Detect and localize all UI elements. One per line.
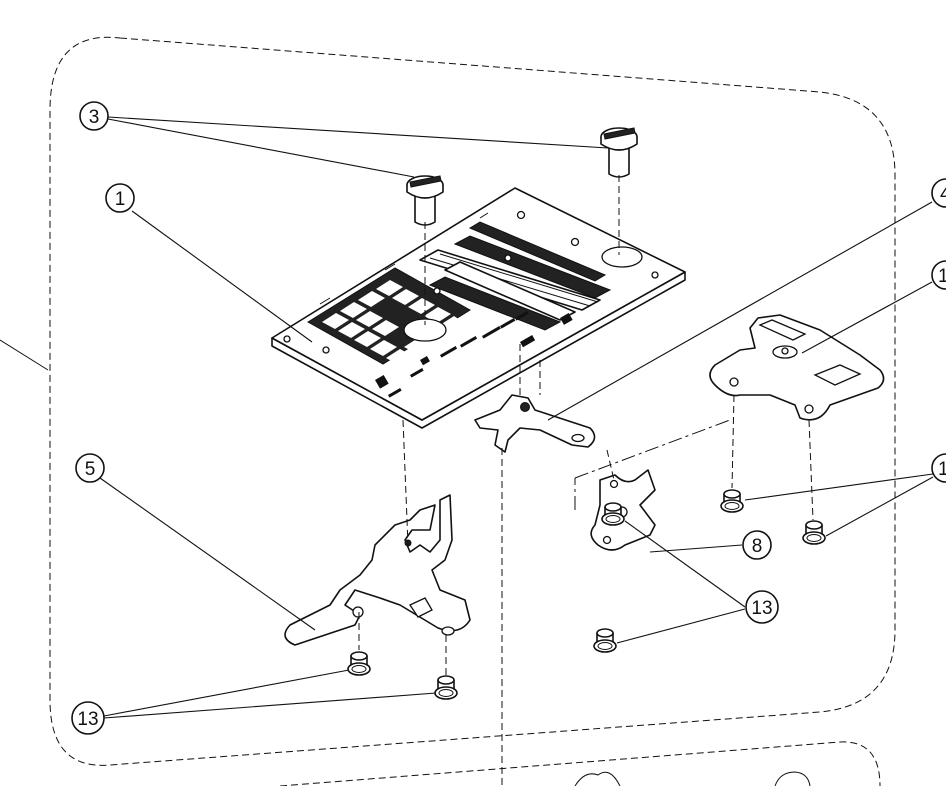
svg-text:5: 5 [85, 459, 96, 480]
needle-plate [271, 187, 686, 429]
plate-screw-right [600, 127, 638, 178]
svg-text:1: 1 [938, 459, 946, 480]
callout-13-screws-right: 13 [616, 520, 779, 644]
seam-guide-grid [307, 267, 471, 365]
callout-3-screws: 3 [79, 101, 609, 178]
small-screw-6 [434, 675, 458, 700]
plate-screw-left [406, 175, 444, 226]
small-screw-1 [720, 489, 744, 513]
svg-text:13: 13 [77, 709, 98, 730]
group-outline-extension [0, 339, 49, 371]
release-lever [284, 494, 471, 646]
callout-13-screws-left: 13 [71, 669, 437, 735]
lower-assembly-partial [574, 771, 811, 786]
callout-8-hook-bracket: 8 [649, 530, 772, 560]
small-screw-4 [593, 628, 617, 653]
small-screw-5 [347, 651, 371, 676]
svg-text:13: 13 [751, 598, 772, 619]
hook-bracket [590, 469, 656, 551]
svg-text:8: 8 [752, 536, 763, 557]
small-screw-3 [601, 502, 625, 526]
callout-1-needle-plate: 1 [105, 183, 313, 343]
callout-5-lever: 5 [75, 453, 316, 631]
svg-text:3: 3 [89, 107, 100, 128]
lower-group-outline [279, 741, 881, 786]
mounting-plate [709, 314, 885, 421]
callout-4-bracket: 4 [547, 178, 946, 421]
svg-text:1: 1 [115, 189, 126, 210]
needle-plate-bracket [474, 394, 596, 453]
seam-markings [375, 311, 573, 398]
assembly-centerlines [358, 175, 814, 786]
svg-text:4: 4 [940, 184, 946, 205]
small-screw-2 [802, 520, 826, 545]
assembly-group-outline [49, 36, 896, 766]
feed-dog-slots [419, 221, 612, 331]
callout-11-screws: 1 [744, 453, 946, 537]
callout-10-mounting-plate: 1 [801, 260, 946, 354]
svg-text:1: 1 [938, 266, 946, 287]
